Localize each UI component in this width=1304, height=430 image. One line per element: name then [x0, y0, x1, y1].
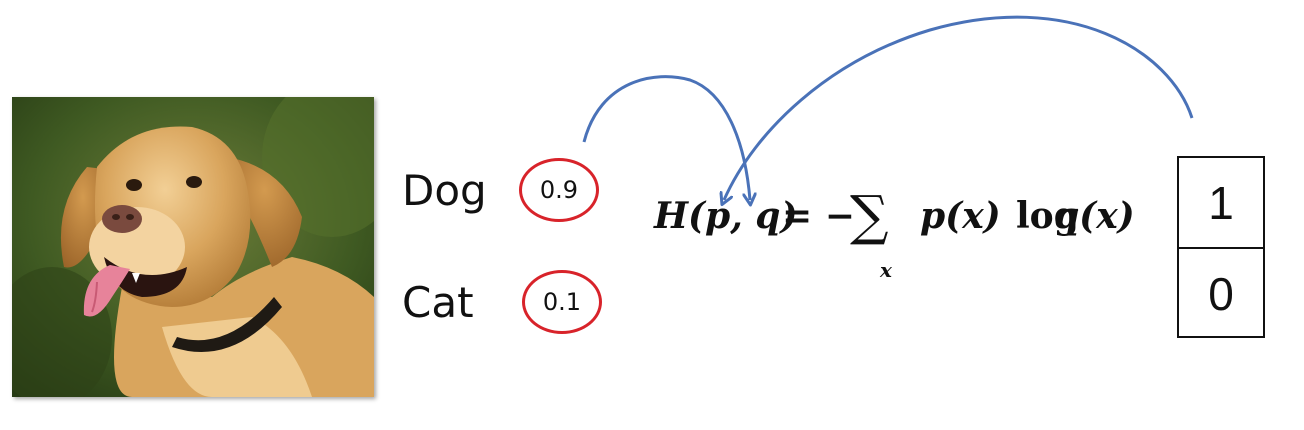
sigma-symbol: ∑	[850, 184, 889, 247]
dog-label: Dog	[402, 166, 487, 215]
dog-probability: 0.9	[519, 158, 599, 222]
cat-probability: 0.1	[522, 270, 602, 334]
one-hot-cat-cell: 0	[1208, 267, 1234, 320]
dog-photo	[12, 97, 374, 397]
formula-term-p: p(x)	[920, 195, 1001, 237]
cat-probability-value: 0.1	[542, 288, 582, 316]
formula-log: log	[1016, 195, 1079, 237]
one-hot-vector: 1 0	[1177, 156, 1265, 338]
formula-term-q: q(x)	[1054, 195, 1135, 237]
sigma-subscript: x	[880, 258, 892, 282]
cat-label: Cat	[402, 278, 474, 327]
dog-photo-svg	[12, 97, 374, 397]
arrow-prediction-to-q	[582, 75, 750, 200]
dog-probability-value: 0.9	[539, 176, 579, 204]
one-hot-dog-cell: 1	[1179, 158, 1263, 249]
formula-equals: = −	[782, 195, 855, 237]
arrow-onehot-to-p	[724, 15, 1194, 200]
